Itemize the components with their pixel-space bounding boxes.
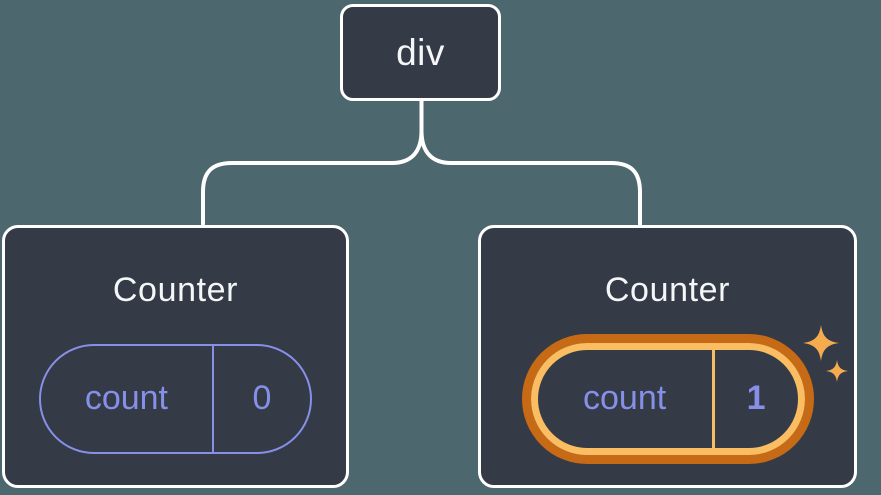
sparkle-small-icon <box>826 360 848 382</box>
root-node: div <box>340 4 501 101</box>
root-node-label: div <box>396 31 445 73</box>
state-key-label: count <box>538 349 715 448</box>
state-pill-highlighted: count 1 <box>530 342 805 455</box>
state-pill: count 0 <box>39 343 312 454</box>
counter-card-left: Counter count 0 <box>2 225 349 488</box>
connector-root-to-left-child <box>201 99 424 226</box>
counter-title: Counter <box>604 271 731 309</box>
counter-card-right: Counter count 1 <box>478 225 857 488</box>
state-key-label: count <box>41 345 214 452</box>
sparkle-large-icon <box>803 325 839 361</box>
state-pill-highlight-ring: count 1 <box>521 333 814 464</box>
counter-title: Counter <box>112 271 239 309</box>
state-value: 0 <box>252 379 272 418</box>
connector-root-to-right-child <box>419 99 642 226</box>
state-value: 1 <box>746 379 766 418</box>
